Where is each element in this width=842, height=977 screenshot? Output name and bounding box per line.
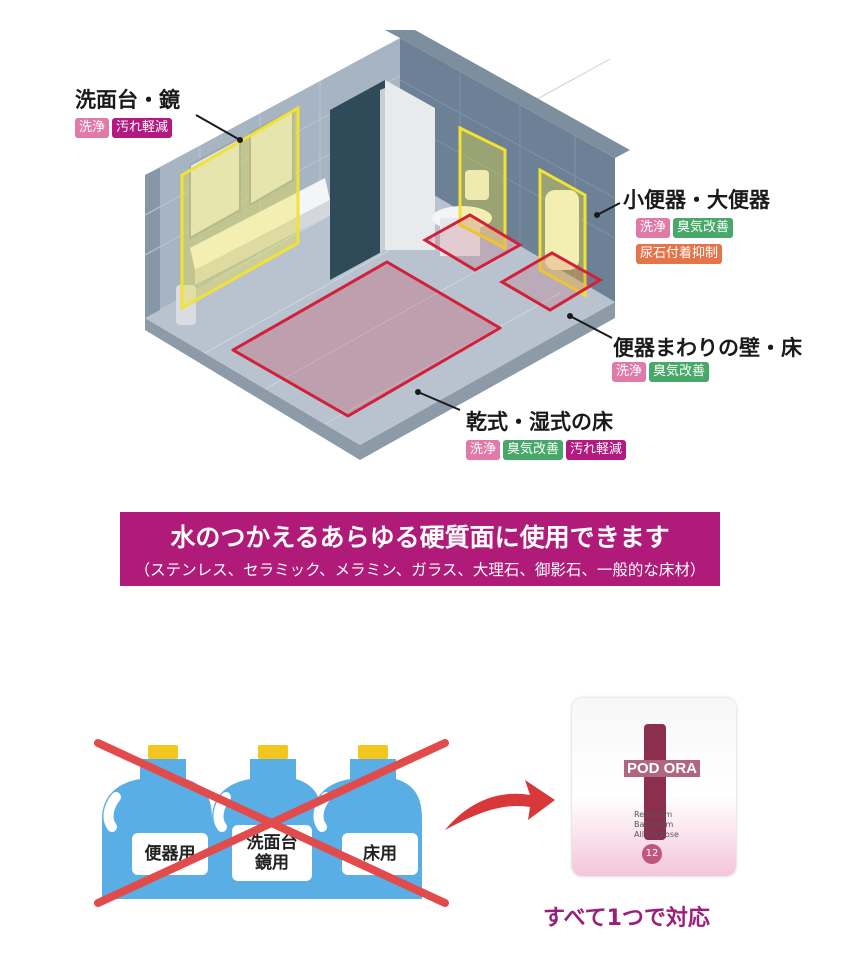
tag-wash: 洗浄 <box>75 118 110 138</box>
callout-sink-title: 洗面台・鏡 <box>75 88 180 112</box>
banner-headline: 水のつかえるあらゆる硬質面に使用できます <box>170 523 670 552</box>
footer-tagline: すべて1つで対応 <box>543 906 710 931</box>
tag-urine-scale: 尿石付着抑制 <box>636 244 723 264</box>
tag-stain-reduce: 汚れ軽減 <box>566 440 627 460</box>
callout-sink-tags: 洗浄 汚れ軽減 <box>75 118 173 138</box>
callout-around-tags: 洗浄 臭気改善 <box>612 362 710 382</box>
package-line1: Restroom <box>634 810 673 819</box>
package-count: 12 <box>642 844 662 864</box>
cross-out-icon <box>94 739 449 907</box>
callout-toilet-tags2: 尿石付着抑制 <box>636 244 723 264</box>
tag-wash: 洗浄 <box>466 440 501 460</box>
tag-odor: 臭気改善 <box>649 362 710 382</box>
tag-wash: 洗浄 <box>636 218 671 238</box>
tag-wash: 洗浄 <box>612 362 647 382</box>
package-stick <box>644 724 666 840</box>
package-line2: Bathroom <box>634 820 674 829</box>
usage-banner: 水のつかえるあらゆる硬質面に使用できます （ステンレス、セラミック、メラミン、ガ… <box>120 512 720 586</box>
callout-toilet-title: 小便器・大便器 <box>623 188 770 212</box>
package-brand: POD ORA <box>624 760 701 777</box>
bottle-label-floor: 床用 <box>342 833 418 875</box>
restroom-illustration <box>144 30 630 460</box>
package-line3: All-Purpose <box>634 830 679 839</box>
callout-floor-title: 乾式・湿式の床 <box>466 410 613 434</box>
callout-toilet-tags: 洗浄 臭気改善 <box>636 218 734 238</box>
product-package: POD ORA Restroom Bathroom All-Purpose 12 <box>572 698 736 876</box>
bottle-label-mirror: 鏡用 <box>255 853 289 873</box>
tag-odor: 臭気改善 <box>673 218 734 238</box>
bottle-label-sink: 洗面台 <box>246 833 298 853</box>
tag-odor: 臭気改善 <box>503 440 564 460</box>
tag-stain-reduce: 汚れ軽減 <box>112 118 173 138</box>
callout-around-title: 便器まわりの壁・床 <box>613 336 802 360</box>
banner-materials: （ステンレス、セラミック、メラミン、ガラス、大理石、御影石、一般的な床材） <box>134 561 706 579</box>
arrow-right-icon <box>445 780 555 830</box>
callout-floor-tags: 洗浄 臭気改善 汚れ軽減 <box>466 440 627 460</box>
